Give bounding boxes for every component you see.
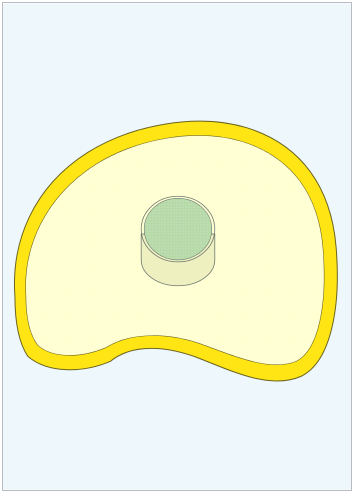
- nucleus: [141, 196, 215, 285]
- diagram-canvas: [2, 2, 352, 491]
- nucleus-top-texture: [144, 198, 212, 260]
- cell-diagram: [3, 3, 351, 490]
